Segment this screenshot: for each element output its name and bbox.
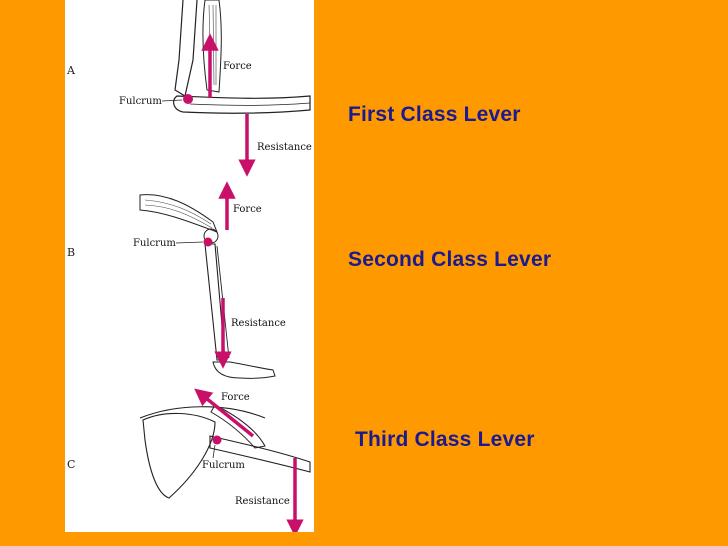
humerus-bone	[174, 0, 198, 97]
lever-diagram: A Force Fulcrum Resistance B	[66, 0, 312, 532]
fulcrum-label-a: Fulcrum	[119, 96, 162, 107]
upper-arm-bone	[209, 435, 311, 473]
panel-a-letter: A	[66, 64, 76, 77]
diagram-c: C Force Fulcrum Resistance	[67, 388, 311, 532]
fulcrum-label-b: Fulcrum	[133, 238, 176, 249]
fulcrum-label-c: Fulcrum	[202, 460, 245, 471]
fulcrum-dot-c	[212, 435, 222, 445]
diagram-a: A Force Fulcrum Resistance	[66, 0, 312, 177]
force-label-c: Force	[221, 392, 250, 403]
forearm-line	[189, 102, 311, 106]
forearm-bone	[173, 95, 311, 114]
resistance-label-b: Resistance	[231, 318, 286, 329]
diagram-b: B Force Fulcrum Resistance	[67, 181, 286, 379]
resistance-label-a: Resistance	[257, 142, 312, 153]
resistance-label-c: Resistance	[235, 496, 290, 507]
deltoid-muscle	[210, 404, 266, 449]
thigh-muscle	[139, 194, 218, 233]
second-class-lever-label: Second Class Lever	[348, 248, 552, 271]
arm-muscle	[202, 0, 222, 93]
clavicle-bone	[139, 406, 266, 419]
lever-diagram-panel: A Force Fulcrum Resistance B	[65, 0, 314, 532]
panel-c-letter: C	[67, 458, 75, 471]
foot-bones	[212, 361, 276, 379]
fulcrum-pointer-b	[175, 241, 204, 244]
fulcrum-pointer-a	[161, 99, 183, 102]
third-class-lever-label: Third Class Lever	[355, 428, 535, 451]
force-label-a: Force	[223, 61, 252, 72]
scapula-bone	[142, 412, 216, 499]
fulcrum-dot-a	[183, 94, 193, 104]
force-label-b: Force	[233, 204, 262, 215]
force-arrow-c	[194, 388, 255, 438]
fulcrum-dot-b	[203, 237, 213, 247]
fulcrum-pointer-c	[212, 444, 216, 459]
panel-b-letter: B	[67, 246, 75, 259]
thigh-fibers	[144, 199, 213, 229]
first-class-lever-label: First Class Lever	[348, 103, 521, 126]
